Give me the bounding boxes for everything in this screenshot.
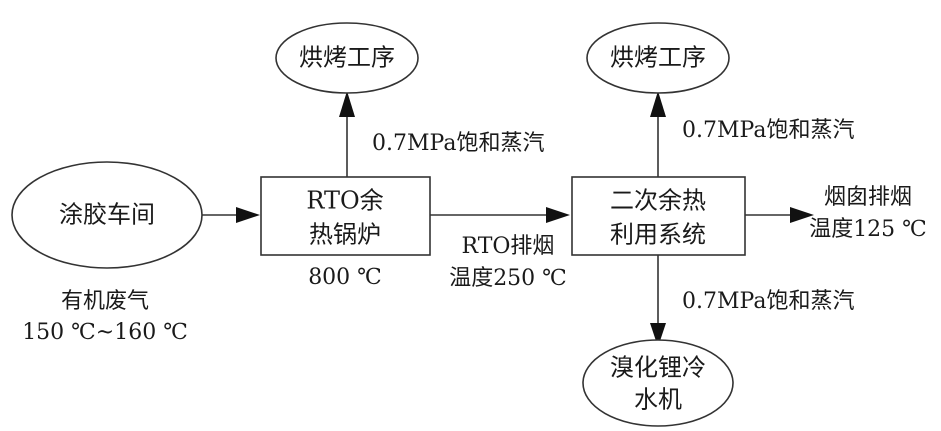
steam-left-label: 0.7MPa饱和蒸汽 [372,131,544,156]
baking-left-node: 烘烤工序 [275,22,419,94]
rto-boiler-node: RTO余 热锅炉 [260,176,431,256]
arrowhead-to-boiler [236,207,260,223]
arrowhead-to-baking-right [650,91,666,117]
secondary-heat-box [571,176,746,256]
organic-gas-temp-label: 150 ℃~160 ℃ [22,320,188,345]
steam-right-top-label: 0.7MPa饱和蒸汽 [682,118,854,143]
secondary-heat-label-line2: 利用系统 [610,221,706,249]
chiller-label-line2: 水机 [634,386,682,414]
organic-gas-label: 有机废气 [61,289,149,314]
chimney-temp-label: 温度125 ℃ [809,217,927,242]
workshop-label: 涂胶车间 [59,201,155,229]
arrowhead-to-chimney [790,207,814,223]
baking-right-ellipse [586,22,730,94]
arrowhead-to-chiller [650,323,666,347]
secondary-heat-label-line1: 二次余热 [610,187,706,215]
rto-boiler-label-line2: 热锅炉 [309,221,381,249]
baking-right-label: 烘烤工序 [610,44,706,72]
rto-boiler-label-line1: RTO余 [306,187,383,215]
baking-left-ellipse [275,22,419,94]
rto-exhaust-temp-label: 温度250 ℃ [449,266,567,291]
workshop-node: 涂胶车间 [11,161,203,269]
chiller-node: 溴化锂冷 水机 [582,339,734,427]
arrowhead-to-secondary [546,207,570,223]
chiller-ellipse [582,339,734,427]
rto-exhaust-label: RTO排烟 [462,234,555,259]
baking-right-node: 烘烤工序 [586,22,730,94]
steam-right-bottom-label: 0.7MPa饱和蒸汽 [682,289,854,314]
chimney-label: 烟囱排烟 [824,185,912,210]
workshop-ellipse [11,161,203,269]
secondary-heat-node: 二次余热 利用系统 [571,176,746,256]
arrowhead-to-baking-left [339,91,355,117]
baking-left-label: 烘烤工序 [299,44,395,72]
rto-boiler-box [260,176,431,256]
boiler-temp-label: 800 ℃ [308,265,382,290]
chiller-label-line1: 溴化锂冷 [610,354,706,382]
